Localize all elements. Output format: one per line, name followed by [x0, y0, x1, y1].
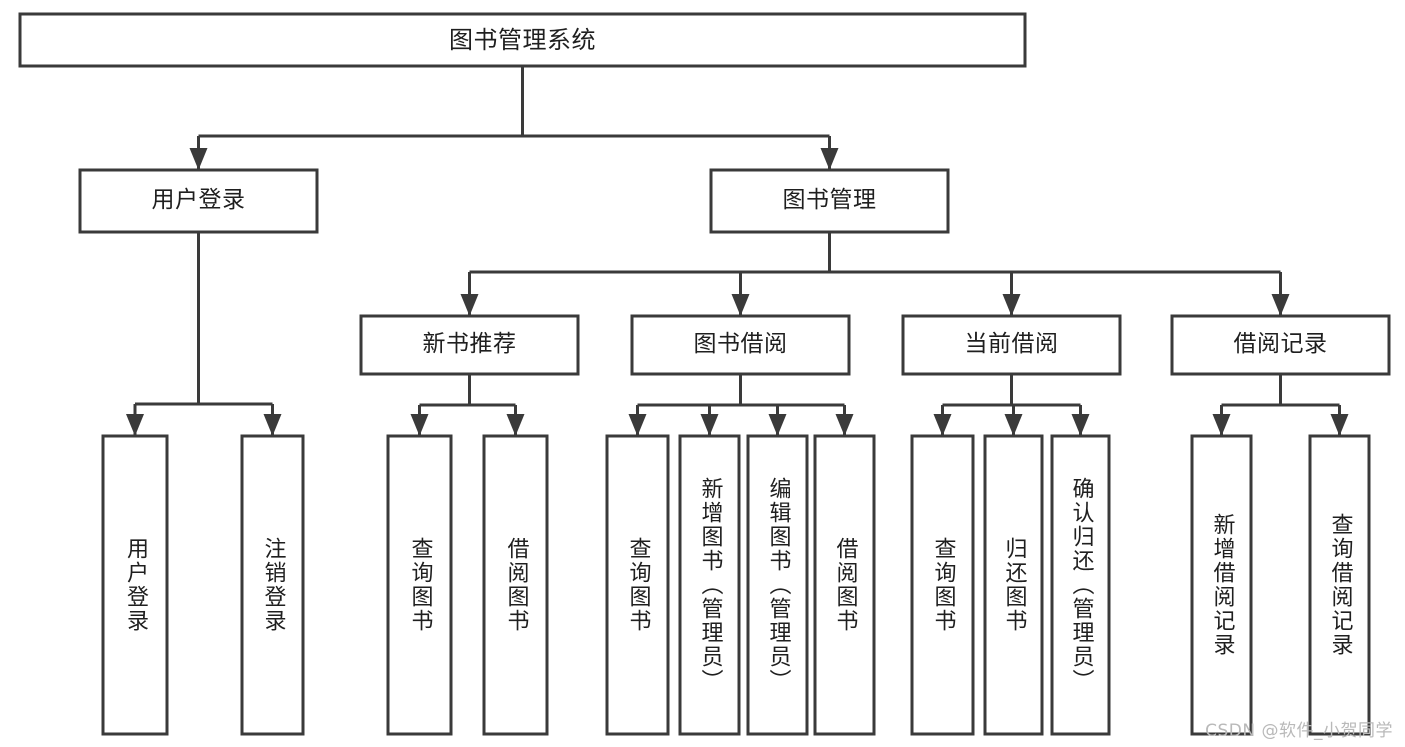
node-box-leaf-query-borrow-record[interactable] — [1308, 434, 1371, 736]
arrow-head-book-borrow-to-leaf-borrow-book-2 — [835, 414, 854, 436]
node-box-current-borrow[interactable] — [901, 314, 1122, 376]
node-box-new-book-recommend[interactable] — [359, 314, 580, 376]
node-box-leaf-query-book-2[interactable] — [605, 434, 670, 736]
arrow-head-book-manage-to-book-borrow — [731, 294, 750, 316]
arrow-head-user-login-to-leaf-user-login — [126, 414, 144, 436]
node-box-leaf-add-borrow-record[interactable] — [1190, 434, 1253, 736]
arrow-head-book-borrow-to-leaf-edit-book — [768, 414, 787, 436]
node-box-leaf-add-book[interactable] — [678, 434, 741, 736]
node-box-book-manage[interactable] — [709, 168, 950, 234]
arrow-head-book-manage-to-current-borrow — [1002, 294, 1021, 316]
node-box-leaf-user-logout[interactable] — [240, 434, 305, 736]
arrow-head-book-borrow-to-leaf-query-book-2 — [628, 414, 647, 436]
node-box-leaf-query-book-1[interactable] — [386, 434, 453, 736]
arrow-head-current-borrow-to-leaf-confirm-return — [1071, 414, 1090, 436]
node-box-leaf-return-book[interactable] — [983, 434, 1044, 736]
node-box-root[interactable] — [18, 12, 1027, 68]
arrow-head-book-manage-to-borrow-record — [1271, 294, 1290, 316]
node-box-borrow-record[interactable] — [1170, 314, 1391, 376]
arrow-head-current-borrow-to-leaf-query-book-3 — [933, 414, 952, 436]
node-box-leaf-query-book-3[interactable] — [910, 434, 975, 736]
arrow-head-new-book-recommend-to-leaf-query-book-1 — [410, 414, 429, 436]
arrow-head-borrow-record-to-leaf-query-borrow-record — [1330, 414, 1349, 436]
arrow-head-new-book-recommend-to-leaf-borrow-book-1 — [506, 414, 525, 436]
edge-layer — [126, 66, 1349, 436]
arrow-head-book-borrow-to-leaf-add-book — [700, 414, 719, 436]
arrow-head-borrow-record-to-leaf-add-borrow-record — [1212, 414, 1231, 436]
node-box-leaf-confirm-return[interactable] — [1050, 434, 1111, 736]
node-box-book-borrow[interactable] — [630, 314, 851, 376]
node-box-leaf-user-login[interactable] — [101, 434, 169, 736]
arrow-head-root-to-book-manage — [820, 148, 839, 170]
arrow-head-user-login-to-leaf-user-logout — [263, 414, 282, 436]
node-box-leaf-edit-book[interactable] — [746, 434, 809, 736]
box-layer — [18, 12, 1391, 736]
node-box-leaf-borrow-book-1[interactable] — [482, 434, 549, 736]
arrow-head-root-to-user-login — [189, 148, 208, 170]
arrow-head-current-borrow-to-leaf-return-book — [1004, 414, 1023, 436]
node-box-user-login[interactable] — [78, 168, 319, 234]
arrow-head-book-manage-to-new-book-recommend — [460, 294, 479, 316]
node-box-leaf-borrow-book-2[interactable] — [813, 434, 876, 736]
